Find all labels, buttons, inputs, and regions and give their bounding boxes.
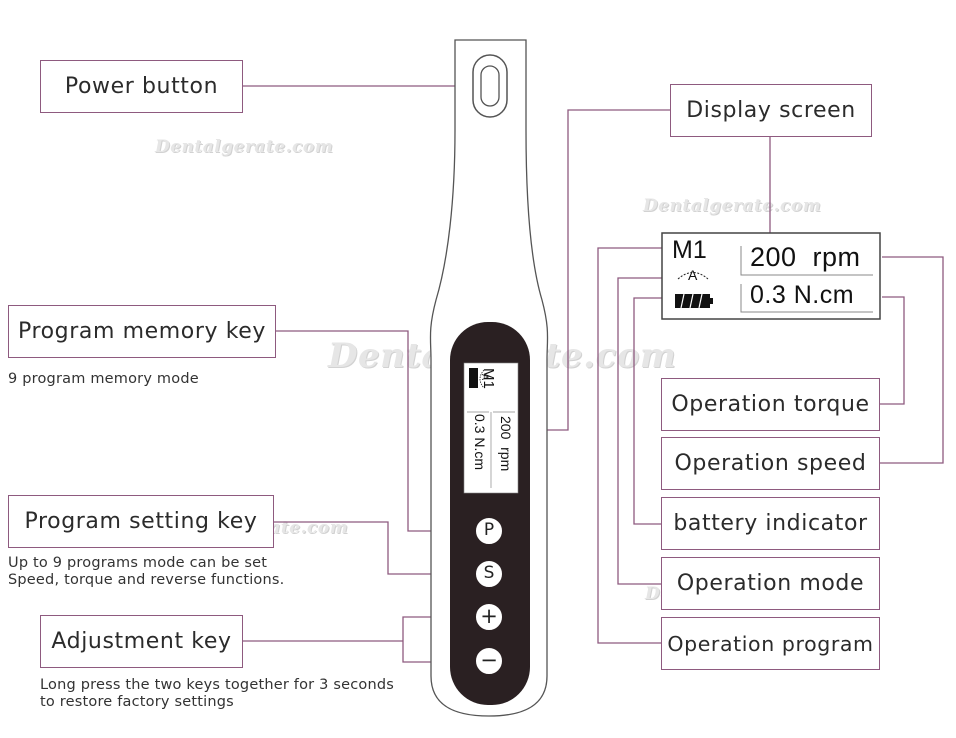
label-operation-mode-text: Operation mode: [676, 571, 865, 596]
label-program-memory-key-text: Program memory key: [17, 319, 267, 344]
battery-cap: [710, 298, 713, 304]
leader-operation-torque: [880, 296, 905, 405]
label-operation-program-text: Operation program: [667, 631, 874, 656]
battery-segments: [680, 293, 703, 309]
power-button-inner: [480, 65, 500, 107]
label-display-screen-text: Display screen: [686, 98, 856, 123]
leader-adjustment-bracket: [402, 616, 448, 663]
key-program-label: P: [483, 520, 495, 540]
key-p-ring: [474, 516, 504, 546]
device-lcd-torque: 0.3 N.cm: [472, 414, 488, 471]
display-torque-frame: [740, 284, 873, 313]
leader-lines: [243, 85, 944, 663]
device-lcd-mode: A: [480, 374, 490, 381]
label-operation-mode: Operation mode: [661, 557, 880, 610]
desc-adjustment-2: to restore factory settings: [40, 694, 234, 710]
desc-program-setting-1: Up to 9 programs mode can be set: [8, 555, 268, 571]
device-lcd-speed: 200 rpm: [498, 416, 514, 472]
label-battery-indicator: battery indicator: [661, 497, 880, 550]
key-plus-ring: [474, 602, 504, 632]
display-speed: 200 rpm: [750, 242, 861, 272]
label-operation-program: Operation program: [661, 617, 880, 670]
display-speed-frame: [740, 246, 873, 276]
leader-operation-program: [597, 247, 662, 644]
leader-display-screen: [540, 109, 670, 431]
label-program-setting-key: Program setting key: [8, 495, 274, 548]
label-battery-indicator-text: battery indicator: [673, 511, 868, 536]
label-program-setting-key-text: Program setting key: [24, 509, 258, 534]
device-battery-icon: [469, 368, 478, 388]
label-adjustment-key-text: Adjustment key: [51, 629, 232, 654]
label-operation-speed-text: Operation speed: [674, 451, 867, 476]
key-setting-label: S: [483, 563, 495, 583]
key-s-ring: [474, 559, 504, 589]
display-program: M1: [672, 236, 707, 264]
label-operation-torque-text: Operation torque: [671, 392, 870, 417]
label-power-button-text: Power button: [64, 74, 219, 99]
label-power-button: Power button: [40, 60, 243, 113]
device-mode-arc: [479, 369, 485, 389]
leader-program-setting: [274, 521, 448, 575]
display-mode: A: [688, 267, 698, 283]
label-adjustment-key: Adjustment key: [40, 615, 243, 668]
leader-battery-indicator: [633, 297, 668, 525]
display-torque: 0.3 N.cm: [750, 281, 855, 309]
desc-program-memory: 9 program memory mode: [8, 371, 199, 387]
label-display-screen: Display screen: [670, 84, 872, 137]
key-minus-ring: [474, 646, 504, 676]
leader-program-memory: [276, 330, 448, 532]
label-operation-speed: Operation speed: [661, 437, 880, 490]
watermark: Dentalgerate.com: [643, 196, 822, 216]
key-plus-label: +: [480, 604, 498, 628]
leader-operation-mode: [617, 277, 668, 585]
desc-program-setting-2: Speed, torque and reverse functions.: [8, 572, 285, 588]
label-operation-torque: Operation torque: [661, 378, 880, 431]
leader-operation-speed: [880, 256, 944, 464]
key-minus-label: −: [480, 648, 498, 672]
label-program-memory-key: Program memory key: [8, 305, 276, 358]
watermark: Dentalgerate.com: [155, 137, 334, 157]
desc-adjustment-1: Long press the two keys together for 3 s…: [40, 677, 395, 693]
